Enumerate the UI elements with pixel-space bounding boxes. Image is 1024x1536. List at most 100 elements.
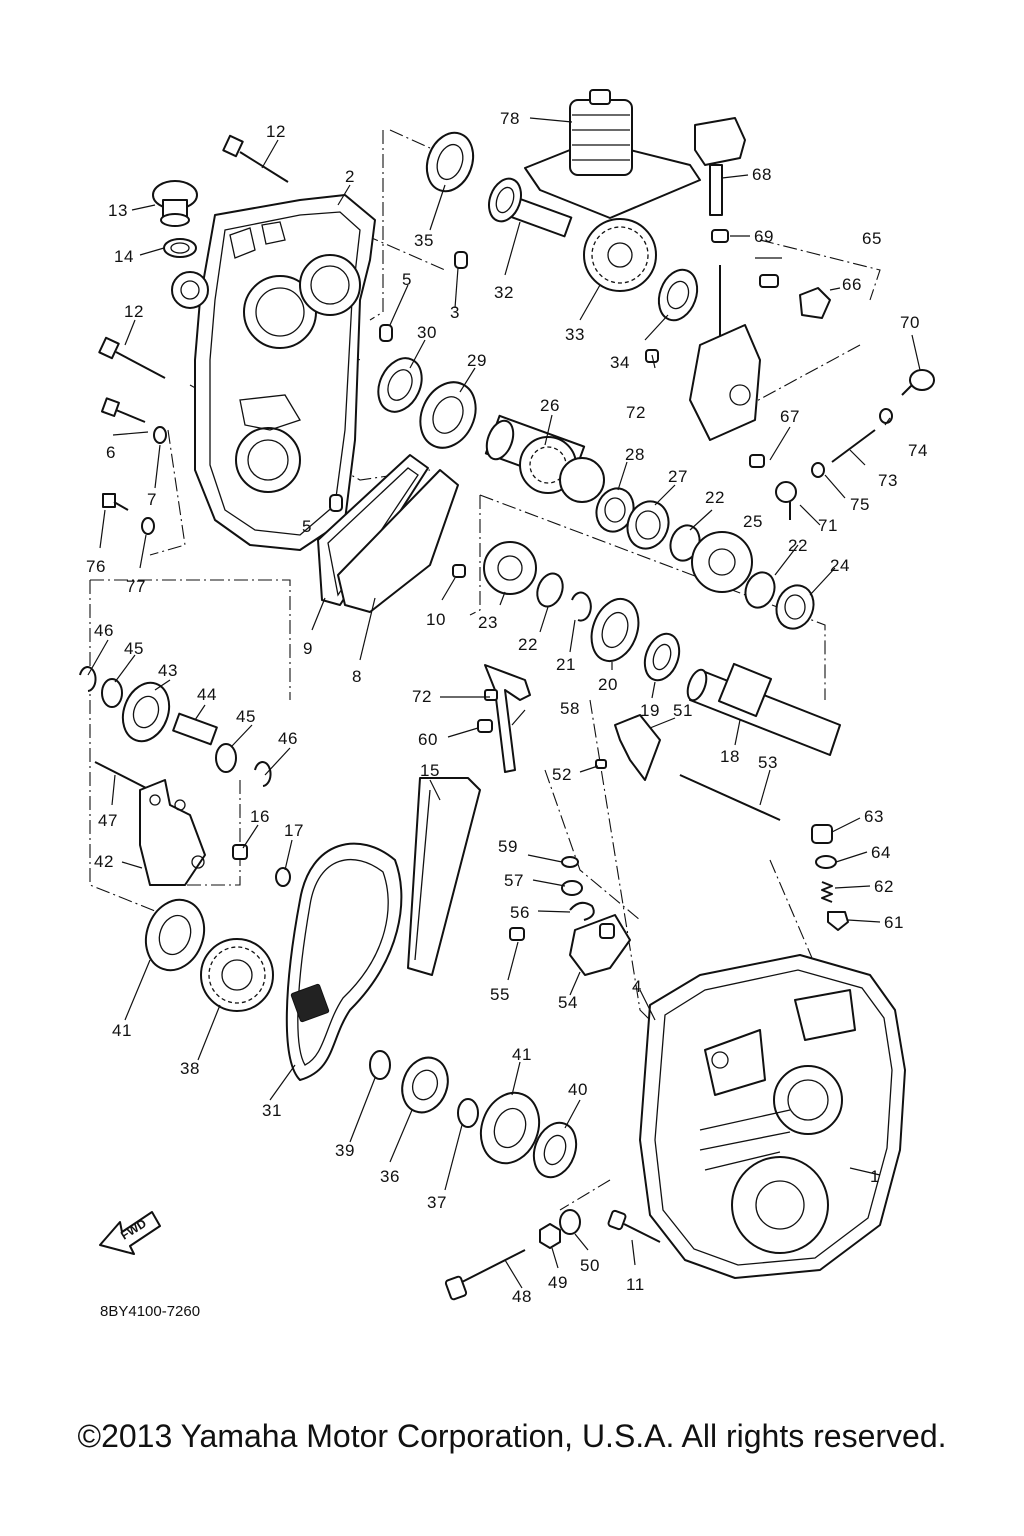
detent-ball [827, 911, 849, 931]
part-label-52: 52 [552, 765, 572, 784]
part-label-21: 21 [556, 655, 576, 674]
part-label-47: 47 [98, 811, 118, 830]
torsion-spring [569, 901, 595, 921]
oil-seal [532, 1121, 578, 1179]
oil-seal [377, 357, 423, 413]
dog-clutch [691, 531, 753, 593]
washer [215, 743, 237, 773]
part-label-50: 50 [580, 1256, 600, 1275]
circlip [561, 880, 583, 896]
sprocket [401, 1056, 449, 1114]
washer [744, 571, 776, 609]
washer [141, 517, 155, 535]
bolt [477, 719, 493, 733]
forward-direction-icon: FWD [99, 1211, 161, 1255]
pin [595, 759, 607, 769]
part-label-2: 2 [345, 167, 355, 186]
part-label-10: 10 [426, 610, 446, 629]
part-label-35: 35 [414, 231, 434, 250]
part-label-60: 60 [418, 730, 438, 749]
part-label-49: 49 [548, 1273, 568, 1292]
part-label-58: 58 [560, 699, 580, 718]
right-crankcase-cover [639, 954, 906, 1279]
shift-fork [614, 714, 661, 781]
bolt [749, 454, 765, 468]
part-label-26: 26 [540, 396, 560, 415]
part-label-13: 13 [108, 201, 128, 220]
part-label-72: 72 [626, 403, 646, 422]
nut [539, 1223, 561, 1249]
part-label-37: 37 [427, 1193, 447, 1212]
o-ring [163, 238, 197, 258]
copyright-notice: ©2013 Yamaha Motor Corporation, U.S.A. A… [77, 1418, 947, 1454]
washer [153, 426, 167, 444]
part-label-70: 70 [900, 313, 920, 332]
nut [711, 229, 729, 243]
plug-bolt [811, 824, 833, 844]
part-label-54: 54 [558, 993, 578, 1012]
part-label-12: 12 [124, 302, 144, 321]
part-label-53: 53 [758, 753, 778, 772]
catalog-code: 8BY4100-7260 [100, 1303, 200, 1320]
part-label-7: 7 [147, 490, 157, 509]
part-label-75: 75 [850, 495, 870, 514]
circlip [79, 666, 97, 692]
part-label-29: 29 [467, 351, 487, 370]
part-label-41: 41 [512, 1045, 532, 1064]
part-label-15: 15 [420, 761, 440, 780]
part-label-33: 33 [565, 325, 585, 344]
part-label-23: 23 [478, 613, 498, 632]
part-label-44: 44 [197, 685, 217, 704]
part-label-3: 3 [450, 303, 460, 322]
bolt [222, 134, 289, 183]
bolt [100, 397, 146, 423]
part-label-22: 22 [518, 635, 538, 654]
part-label-40: 40 [568, 1080, 588, 1099]
washer [275, 867, 291, 887]
part-label-45: 45 [236, 707, 256, 726]
part-label-31: 31 [262, 1101, 282, 1120]
part-label-46: 46 [278, 729, 298, 748]
part-label-8: 8 [352, 667, 362, 686]
part-label-65: 65 [862, 229, 882, 248]
leader-lines [87, 117, 921, 1289]
bearing [121, 681, 171, 743]
part-label-4: 4 [632, 977, 642, 996]
part-label-20: 20 [598, 675, 618, 694]
spring [821, 881, 833, 903]
part-label-36: 36 [380, 1167, 400, 1186]
output-shaft [686, 662, 841, 756]
part-label-46: 46 [94, 621, 114, 640]
part-label-27: 27 [668, 467, 688, 486]
drive-shaft-gear [484, 414, 605, 503]
part-label-5: 5 [402, 270, 412, 289]
spacer [172, 712, 218, 746]
part-label-12: 12 [266, 122, 286, 141]
part-label-55: 55 [490, 985, 510, 1004]
shift-knob [694, 117, 746, 216]
part-label-1: 1 [870, 1167, 880, 1186]
part-label-28: 28 [625, 445, 645, 464]
part-label-71: 71 [818, 516, 838, 535]
part-label-64: 64 [871, 843, 891, 862]
washer [369, 1050, 391, 1080]
washer [559, 1209, 581, 1235]
part-label-45: 45 [124, 639, 144, 658]
gasket [815, 855, 837, 869]
bearing [419, 381, 477, 449]
part-label-34: 34 [610, 353, 630, 372]
shift-guide [569, 914, 631, 976]
part-label-16: 16 [250, 807, 270, 826]
shift-shaft [484, 664, 531, 773]
part-label-51: 51 [673, 701, 693, 720]
shaft-gear [488, 177, 573, 238]
part-label-77: 77 [126, 577, 146, 596]
part-label-32: 32 [494, 283, 514, 302]
part-label-6: 6 [106, 443, 116, 462]
part-label-22: 22 [788, 536, 808, 555]
part-label-73: 73 [878, 471, 898, 490]
part-label-72: 72 [412, 687, 432, 706]
part-label-63: 63 [864, 807, 884, 826]
part-label-66: 66 [842, 275, 862, 294]
